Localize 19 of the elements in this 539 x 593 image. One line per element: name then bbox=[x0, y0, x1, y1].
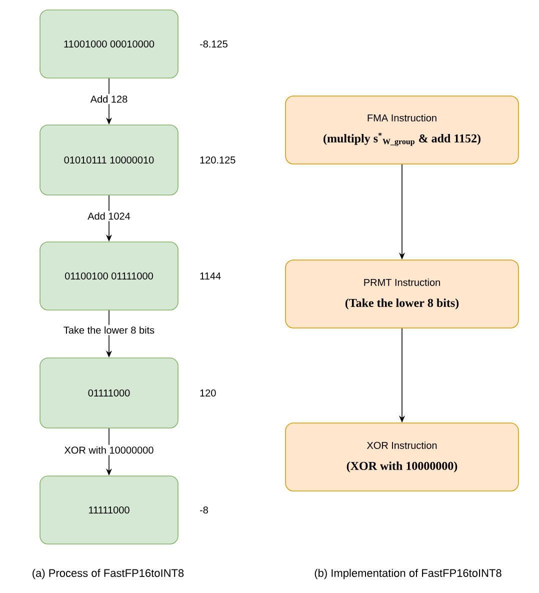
edge-label: Add 1024 bbox=[86, 210, 132, 222]
caption: (a) Process of FastFP16toINT8 bbox=[32, 568, 184, 580]
process-box: XOR Instruction (XOR with 10000000) bbox=[285, 422, 519, 492]
value-label: 120 bbox=[200, 389, 216, 397]
value-label: -8 bbox=[200, 506, 208, 514]
process-box: 11111000 bbox=[40, 476, 178, 544]
process-box: 01010111 10000010 bbox=[40, 124, 178, 196]
process-box: 01100100 01111000 bbox=[40, 242, 178, 310]
process-box: PRMT Instruction (Take the lower 8 bits) bbox=[285, 260, 519, 328]
caption: (b) Implementation of FastFP16toINT8 bbox=[314, 568, 502, 580]
edge-label: Take the lower 8 bits bbox=[62, 324, 156, 336]
edge-label: XOR with 10000000 bbox=[62, 444, 156, 456]
value-label: -8.125 bbox=[200, 40, 228, 48]
edge-label: Add 128 bbox=[88, 94, 130, 104]
process-box: FMA Instruction (multiply s$^{*}$$_{W_group}$ & add 1152) bbox=[285, 96, 519, 164]
process-box: 01111000 bbox=[40, 358, 178, 428]
process-box: 11001000 00010000 bbox=[40, 10, 178, 78]
value-label: 1144 bbox=[200, 272, 221, 280]
value-label: 120.125 bbox=[200, 156, 236, 164]
